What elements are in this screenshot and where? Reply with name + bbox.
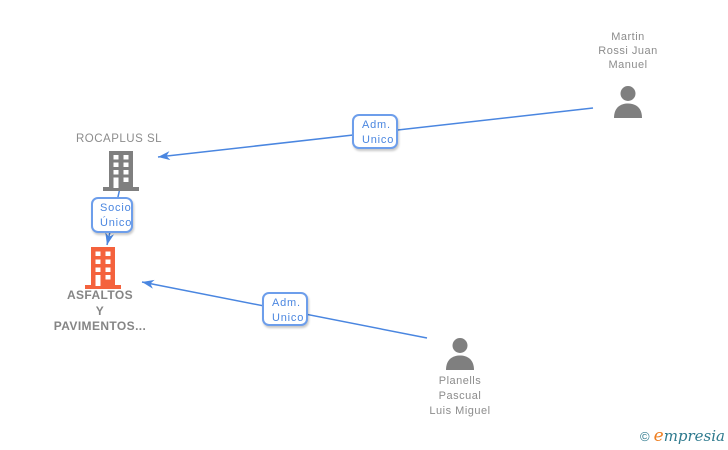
logo-brand-text: mpresia [663,427,725,445]
logo-brand-initial: e [653,426,664,446]
building-icon-highlighted [85,247,121,289]
building-icon [103,151,139,191]
edge-label-socio-unico: Socio Único [91,197,133,233]
empresia-logo[interactable]: ©empresia [640,426,725,446]
person-icon [614,86,642,118]
person-name: Martin Rossi Juan Manuel [598,31,658,71]
edge-label-adm-unico-top: Adm. Unico [352,114,398,149]
company-name: ROCAPLUS SL [75,133,163,145]
copyright-icon: © [640,429,650,444]
person-name: Planells Pascual Luis Miguel [429,375,491,417]
person-icon [446,338,474,370]
edge-label-adm-unico-bottom: Adm. Unico [262,292,308,326]
company-name: ASFALTOS Y PAVIMENTOS... [53,288,147,333]
